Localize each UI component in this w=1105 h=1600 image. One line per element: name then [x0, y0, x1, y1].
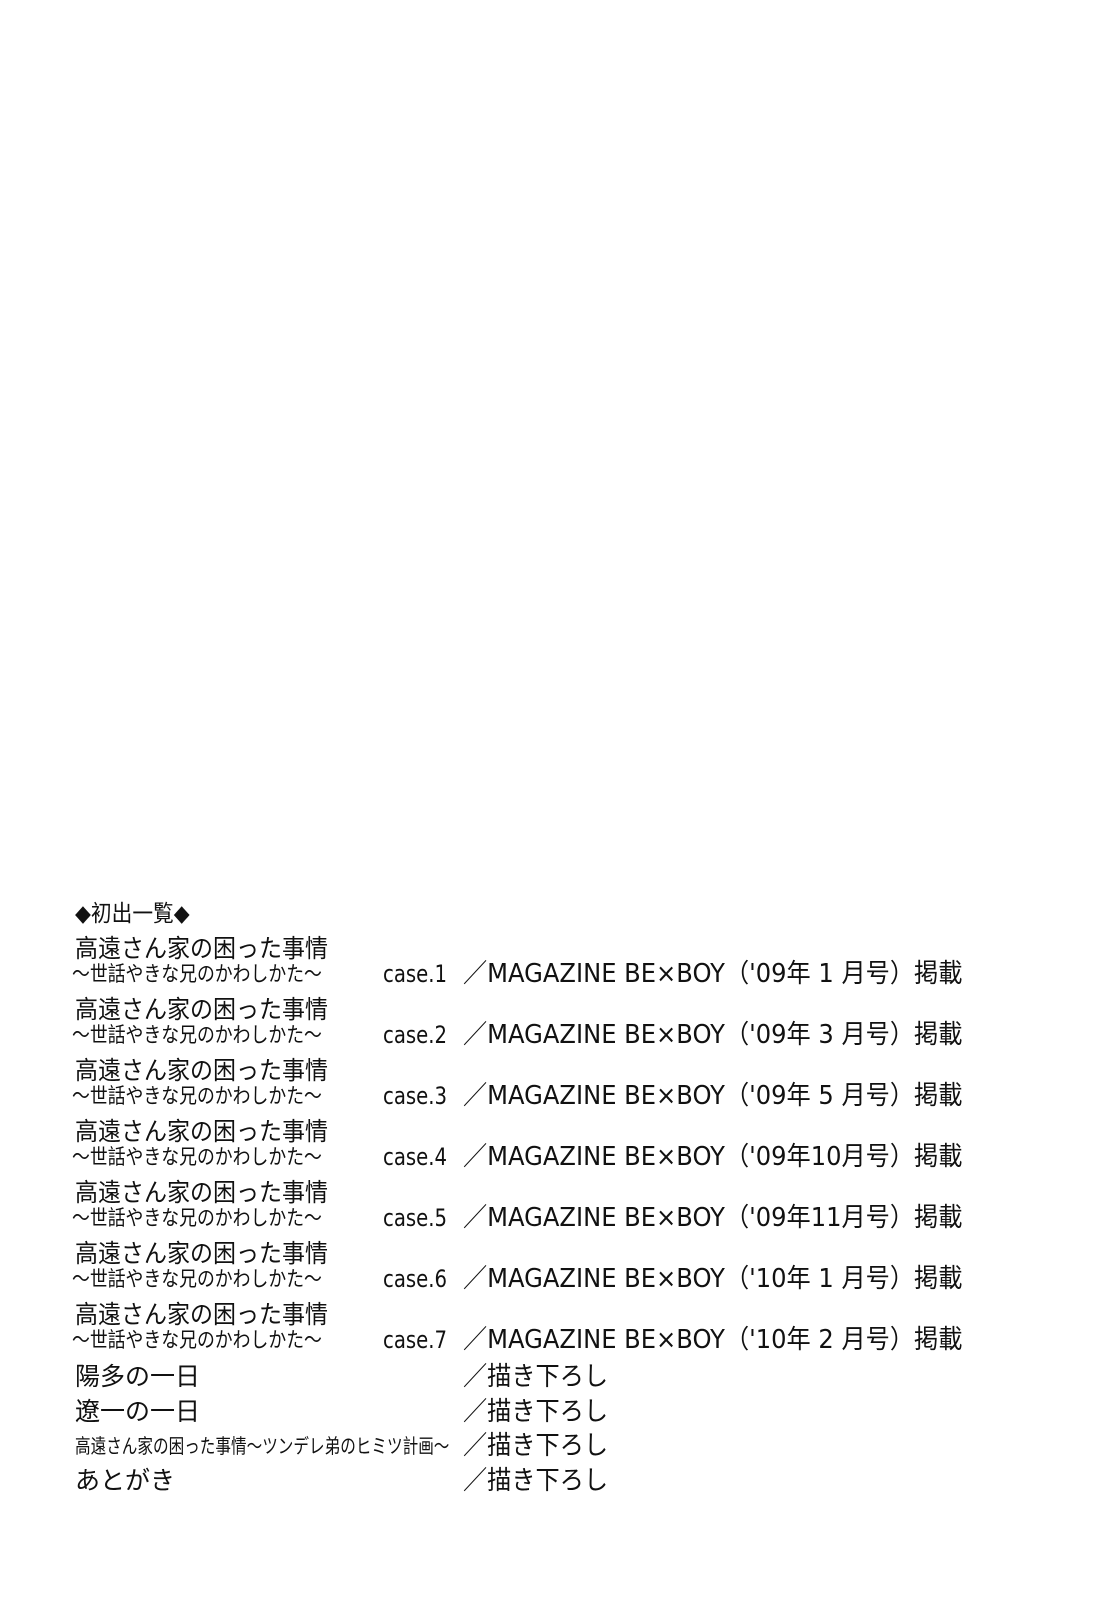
entry-case: case.2: [383, 1021, 448, 1049]
entry-subtitle: 〜世話やきな兄のかわしかた〜: [72, 1267, 322, 1291]
extra-title: 遼一の一日: [75, 1396, 201, 1426]
entry-source: ／MAGAZINE BE×BOY（'10年 2 月号）掲載: [463, 1325, 963, 1355]
extra-title: 陽多の一日: [75, 1362, 201, 1391]
entry-title: 高遠さん家の困った事情: [75, 1178, 329, 1207]
entry-subtitle: 〜世話やきな兄のかわしかた〜: [72, 1328, 322, 1352]
extra-source: ／描き下ろし: [463, 1465, 609, 1496]
entry-source: ／MAGAZINE BE×BOY（'09年11月号）掲載: [463, 1203, 963, 1233]
entry-subtitle: 〜世話やきな兄のかわしかた〜: [72, 962, 322, 986]
list-heading: ◆初出一覧◆: [75, 901, 190, 927]
entry-source: ／MAGAZINE BE×BOY（'09年 1 月号）掲載: [463, 959, 963, 989]
entry-source: ／MAGAZINE BE×BOY（'09年10月号）掲載: [463, 1142, 963, 1172]
entry-source: ／MAGAZINE BE×BOY（'09年 3 月号）掲載: [463, 1020, 963, 1050]
entry-title: 高遠さん家の困った事情: [75, 934, 329, 963]
extra-source: ／描き下ろし: [463, 1362, 609, 1392]
extra-title: 高遠さん家の困った事情〜ツンデレ弟のヒミツ計画〜: [75, 1434, 450, 1458]
entry-title: 高遠さん家の困った事情: [75, 1117, 329, 1146]
extra-source: ／描き下ろし: [463, 1431, 609, 1461]
entry-case: case.3: [383, 1082, 448, 1110]
entry-subtitle: 〜世話やきな兄のかわしかた〜: [72, 1084, 322, 1108]
entry-title: 高遠さん家の困った事情: [75, 1056, 329, 1085]
extra-title: あとがき: [75, 1465, 176, 1495]
entry-subtitle: 〜世話やきな兄のかわしかた〜: [72, 1023, 322, 1047]
entry-subtitle: 〜世話やきな兄のかわしかた〜: [72, 1206, 322, 1230]
entry-subtitle: 〜世話やきな兄のかわしかた〜: [72, 1145, 322, 1169]
entry-title: 高遠さん家の困った事情: [75, 1300, 329, 1329]
entry-case: case.7: [383, 1326, 448, 1354]
entry-title: 高遠さん家の困った事情: [75, 995, 329, 1024]
entry-title: 高遠さん家の困った事情: [75, 1239, 329, 1268]
entry-case: case.4: [383, 1143, 448, 1171]
entry-source: ／MAGAZINE BE×BOY（'10年 1 月号）掲載: [463, 1264, 963, 1294]
entry-case: case.5: [383, 1204, 448, 1232]
entry-case: case.1: [383, 960, 448, 988]
extra-source: ／描き下ろし: [463, 1396, 609, 1427]
entry-source: ／MAGAZINE BE×BOY（'09年 5 月号）掲載: [463, 1081, 963, 1111]
entry-case: case.6: [383, 1265, 448, 1293]
